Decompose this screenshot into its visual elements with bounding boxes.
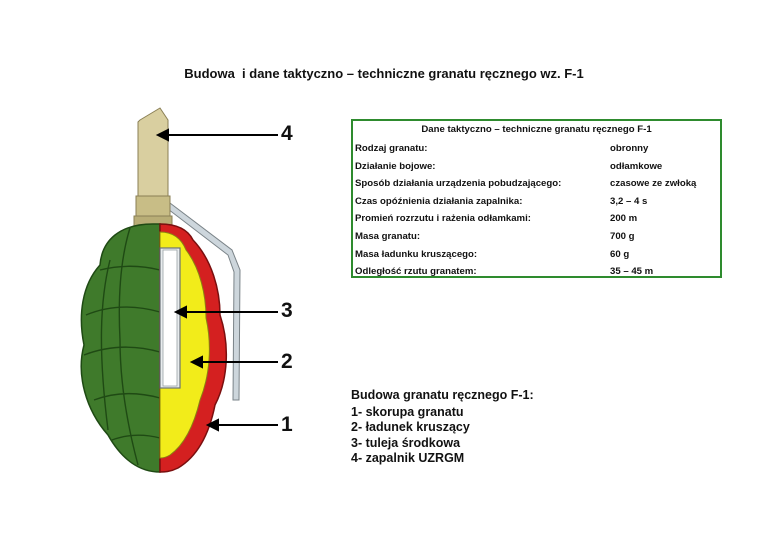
parts-item: 2- ładunek kruszący bbox=[351, 420, 470, 434]
callout-label-2: 2 bbox=[281, 350, 293, 373]
parts-item: 3- tuleja środkowa bbox=[351, 435, 461, 450]
parts-item: 1- skorupa granatu bbox=[351, 404, 464, 419]
spec-key: Rodzaj granatu: bbox=[355, 143, 428, 154]
callout-label-3: 3 bbox=[281, 299, 293, 322]
spec-key: Promień rozrzutu i rażenia odłamkami: bbox=[355, 213, 531, 225]
spec-value: 60 g bbox=[610, 248, 630, 260]
specs-row: Działanie bojowe: odłamkowe bbox=[353, 158, 720, 176]
grenade-diagram bbox=[60, 100, 310, 490]
specs-table: Dane taktyczno – techniczne granatu ręcz… bbox=[351, 119, 722, 278]
specs-row: Masa ładunku kruszącego: 60 g bbox=[353, 246, 720, 264]
page-title: Budowa i dane taktyczno – techniczne gra… bbox=[184, 66, 584, 81]
spec-value: odłamkowe bbox=[610, 160, 663, 172]
callout-label-4: 4 bbox=[281, 122, 293, 145]
spec-key: Czas opóźnienia działania zapalnika: bbox=[355, 195, 523, 207]
spec-key: Masa granatu: bbox=[355, 230, 421, 242]
specs-row: Czas opóźnienia działania zapalnika: 3,2… bbox=[353, 193, 720, 211]
lever bbox=[163, 199, 241, 401]
fuze-body bbox=[137, 107, 169, 197]
spec-value: 200 m bbox=[610, 213, 638, 225]
parts-heading: Budowa granatu ręcznego F-1: bbox=[351, 388, 534, 402]
callout-label-1: 1 bbox=[281, 413, 293, 436]
spec-key: Sposób działania urządzenia pobudzająceg… bbox=[355, 178, 562, 190]
specs-heading: Dane taktyczno – techniczne granatu ręcz… bbox=[421, 124, 652, 135]
specs-row: Odległość rzutu granatem: 35 – 45 m bbox=[353, 263, 720, 281]
spec-key: Masa ładunku kruszącego: bbox=[355, 248, 478, 260]
spec-value: 35 – 45 m bbox=[610, 266, 654, 278]
body-segments bbox=[83, 227, 161, 466]
parts-list: Budowa granatu ręcznego F-1: 1- skorupa … bbox=[351, 388, 534, 467]
spec-value: obronny bbox=[610, 143, 649, 154]
spec-value: 3,2 – 4 s bbox=[610, 195, 648, 207]
grenade-illustration bbox=[80, 107, 278, 473]
parts-item: 4- zapalnik UZRGM bbox=[351, 451, 465, 465]
specs-row: Masa granatu: 700 g bbox=[353, 228, 720, 246]
spec-key: Odległość rzutu granatem: bbox=[355, 266, 477, 278]
specs-row: Sposób działania urządzenia pobudzająceg… bbox=[353, 175, 720, 193]
fuze-collar bbox=[135, 195, 171, 219]
spec-key: Działanie bojowe: bbox=[355, 160, 436, 172]
specs-row: Rodzaj granatu: obronny bbox=[353, 140, 720, 158]
spec-value: 700 g bbox=[610, 230, 635, 242]
spec-value: czasowe ze zwłoką bbox=[610, 178, 697, 190]
callout-arrows bbox=[155, 128, 278, 432]
specs-row: Promień rozrzutu i rażenia odłamkami: 20… bbox=[353, 210, 720, 228]
